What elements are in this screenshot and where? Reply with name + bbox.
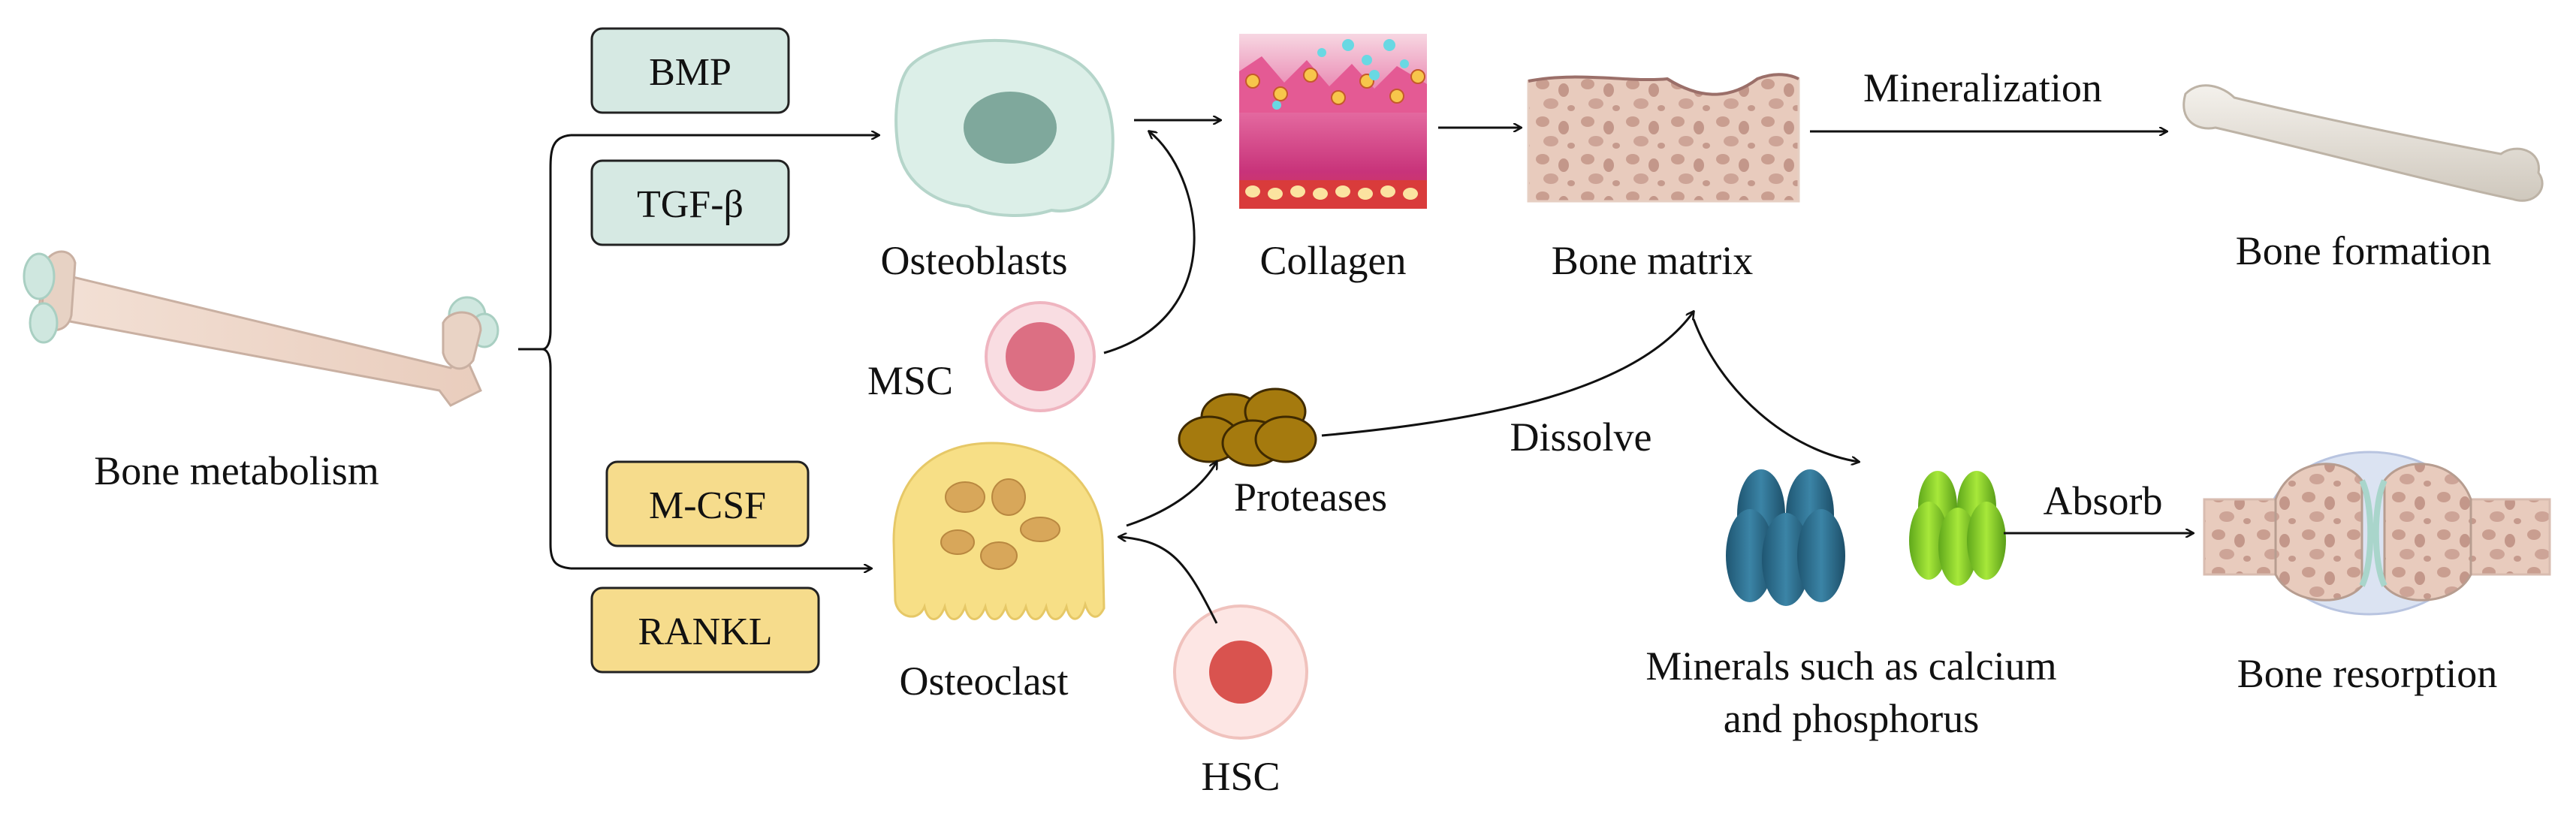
collagen-illustration [1239, 34, 1427, 209]
msc-label: MSC [867, 358, 953, 403]
absorb-label: Absorb [2044, 478, 2163, 523]
osteoclast-arrows [1119, 312, 1859, 624]
collagen-label: Collagen [1260, 238, 1407, 283]
protease-cluster [1178, 387, 1317, 467]
osteoblast-collagen-arrows [1103, 120, 1220, 354]
bone-formation-label: Bone formation [2236, 228, 2491, 273]
bmp-box: BMP [590, 27, 790, 114]
bone-matrix-label: Bone matrix [1552, 238, 1753, 283]
dissolve-label: Dissolve [1510, 415, 1652, 460]
bone-metabolism-label: Bone metabolism [94, 448, 379, 493]
osteoclast-label: Osteoclast [900, 659, 1069, 704]
proteases-label: Proteases [1234, 475, 1387, 520]
bone-matrix-illustration [1527, 73, 1800, 203]
mineral-green-illustration [1909, 471, 2006, 586]
formed-bone-illustration [2182, 84, 2544, 202]
tgf-beta-box: TGF-β [590, 159, 790, 246]
femur-illustration [23, 250, 499, 407]
split-bracket [518, 135, 879, 568]
minerals-label-line1: Minerals such as calcium [1645, 644, 2056, 689]
osteoblasts-label: Osteoblasts [881, 238, 1068, 283]
osteoclast-cell [892, 442, 1106, 620]
hsc-label: HSC [1201, 754, 1280, 799]
bone-resorption-label: Bone resorption [2237, 651, 2497, 696]
tgf-beta-label: TGF-β [637, 183, 744, 226]
hsc-cell [1173, 604, 1308, 740]
msc-cell [985, 301, 1096, 412]
mcsf-label: M-CSF [649, 484, 766, 527]
bmp-label: BMP [649, 51, 731, 94]
rankl-label: RANKL [638, 610, 772, 653]
osteoblast-cell [894, 39, 1115, 217]
mineralization-label: Mineralization [1863, 65, 2102, 110]
mineral-blue-illustration [1726, 469, 1845, 606]
mcsf-box: M-CSF [605, 460, 810, 547]
rankl-box: RANKL [590, 586, 820, 674]
joint-illustration [2203, 451, 2551, 616]
minerals-label-line2: and phosphorus [1724, 696, 1979, 741]
